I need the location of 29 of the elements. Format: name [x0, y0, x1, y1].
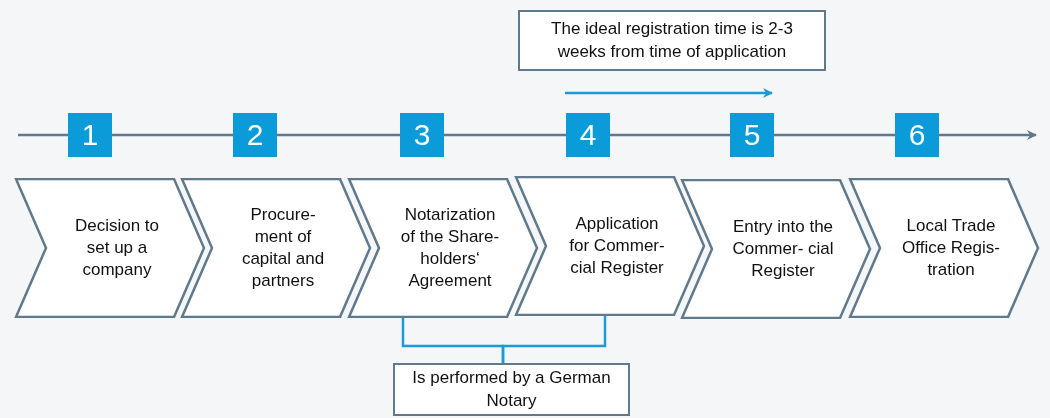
- note-box: [393, 363, 630, 416]
- chevron-step: [14, 178, 206, 318]
- step-label: Application for Commer- cial Register: [568, 212, 666, 280]
- number-square: [566, 113, 610, 157]
- note-text: The ideal registration time is 2-3 weeks from time of application: [550, 18, 794, 63]
- step-number-text: 2: [246, 120, 264, 150]
- chevron-step: [347, 178, 539, 318]
- step-number-text: 6: [908, 120, 926, 150]
- step-number-text: 3: [413, 120, 431, 150]
- bracket-connector: [501, 316, 607, 363]
- step-label: Notarization of the Share- holders‘ Agreement: [399, 203, 501, 293]
- chevron-step: [180, 178, 372, 318]
- chevron-step: [514, 176, 706, 316]
- step-number-text: 4: [579, 120, 597, 150]
- number-square: [400, 113, 444, 157]
- number-square: [895, 113, 939, 157]
- chevron-step: [848, 178, 1040, 318]
- note-text: Is performed by a German Notary: [411, 367, 612, 412]
- step-number-text: 1: [81, 120, 99, 150]
- step-label: Entry into the Commer- cial Register: [731, 215, 835, 283]
- step-label: Procure- ment of capital and partners: [240, 203, 326, 293]
- number-square: [730, 113, 774, 157]
- number-square: [233, 113, 277, 157]
- chevron-step: [680, 179, 872, 319]
- step-label: Decision to set up a company: [73, 214, 161, 282]
- step-label: Local Trade Office Regis- tration: [901, 214, 1001, 282]
- number-square: [68, 113, 112, 157]
- step-number-text: 5: [743, 120, 761, 150]
- note-box: [518, 10, 826, 71]
